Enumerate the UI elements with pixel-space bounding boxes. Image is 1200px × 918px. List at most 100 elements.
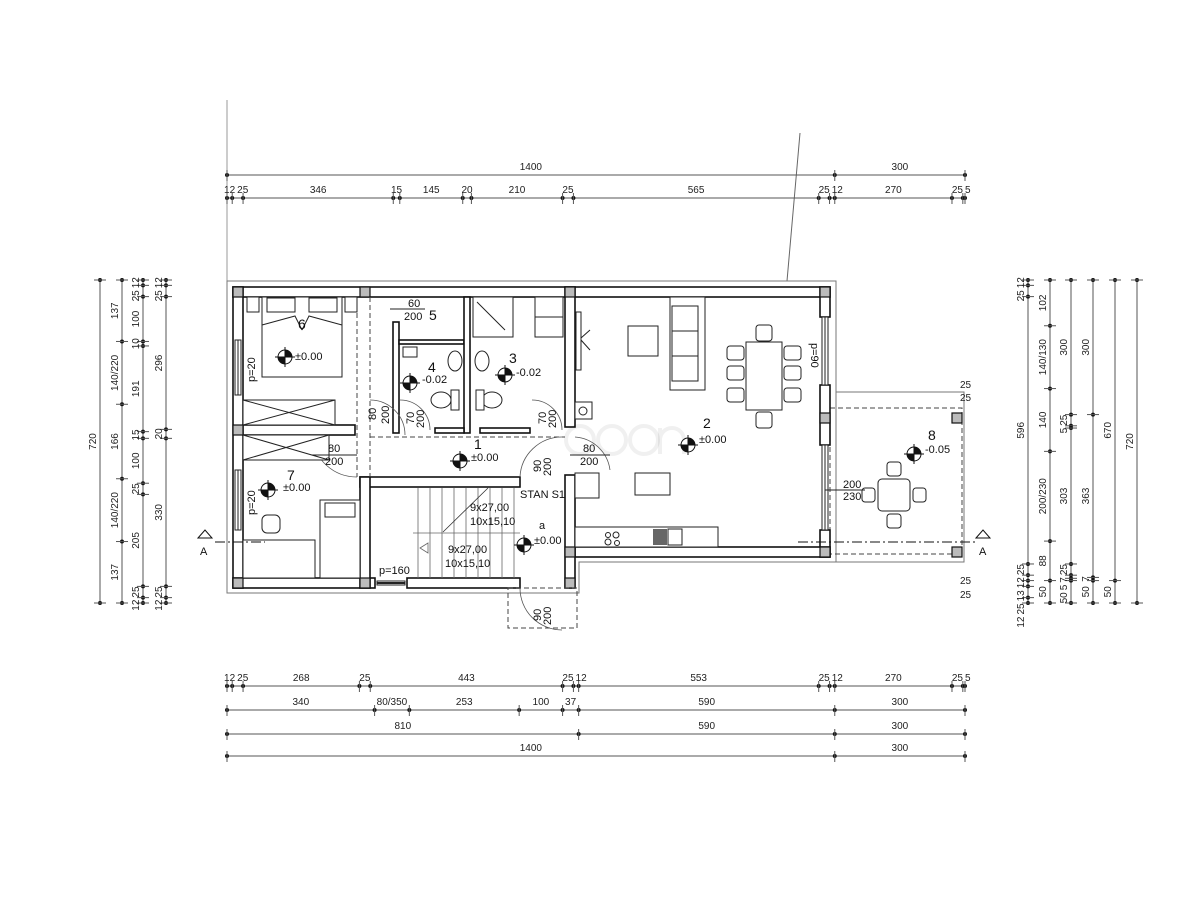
door-hall-width: 90 (532, 460, 544, 472)
door-entrance-width: 90 (532, 609, 544, 621)
dimension-label: 12 (154, 277, 165, 289)
room-3-level: -0.02 (516, 367, 541, 379)
dimension-label: 363 (1081, 487, 1092, 504)
dimension-label: 300 (892, 162, 909, 173)
level-marker-icon (275, 347, 295, 367)
windows (234, 316, 829, 586)
dimension-label: 330 (154, 504, 165, 521)
room-4-level: -0.02 (422, 374, 447, 386)
shower (472, 296, 514, 338)
room-a-level: ±0.00 (534, 535, 561, 547)
door-room7-width: 80 (328, 443, 340, 455)
dimension-label: 137 (110, 563, 121, 580)
room-7-number: 7 (287, 467, 295, 483)
kitchen-counter (574, 526, 719, 548)
dimension-label: 140/130 (1038, 339, 1049, 376)
dimension-label: 102 (1038, 294, 1049, 311)
room-3-number: 3 (509, 350, 517, 366)
dimension-label: 12 (832, 673, 844, 684)
dimension-label: 810 (394, 721, 411, 732)
dimension-label: 25 (1016, 603, 1027, 615)
dimension-label: 12 (131, 277, 142, 289)
watermark-logo (564, 424, 686, 456)
dimension-label: 12 (832, 185, 844, 196)
dimension-label: 565 (688, 185, 705, 196)
dimension-label: 12 (576, 673, 588, 684)
dimension-label: 140/220 (110, 354, 121, 391)
dimension-label: 300 (892, 697, 909, 708)
dimension-label: 25 (237, 673, 249, 684)
dimension-label: 5 (1059, 584, 1070, 590)
dimension-label: 590 (698, 721, 715, 732)
terrace-offset-top-1: 25 (960, 380, 972, 391)
dimension-label: 25 (154, 290, 165, 302)
overhead-lines (356, 297, 578, 629)
dimension-label: 100 (533, 697, 550, 708)
dimension-label: 25 (952, 185, 964, 196)
dimension-label: 296 (154, 354, 165, 371)
terrace-table (877, 478, 911, 512)
dimension-label: 25 (562, 673, 574, 684)
dimension-label: 140/220 (110, 492, 121, 529)
dimension-label: 20 (462, 185, 474, 196)
entrance-porch (507, 587, 578, 629)
door-bath4-height: 200 (415, 410, 427, 428)
dimension-label: 100 (131, 452, 142, 469)
dimension-label: 145 (423, 185, 440, 196)
dimension-label: 12 (131, 599, 142, 611)
staircase (413, 487, 520, 578)
dimension-label: 50 (1038, 586, 1049, 598)
dimension-label: 720 (88, 433, 99, 450)
dimension-label: 80/350 (377, 697, 408, 708)
dimension-label: 25 (562, 185, 574, 196)
dining-table (745, 341, 783, 411)
dimension-label: 25 (131, 290, 142, 302)
dimension-label: 37 (565, 697, 577, 708)
dimension-label: 25 (131, 586, 142, 598)
room-5-height: 200 (404, 311, 422, 323)
dimension-label: 140 (1038, 411, 1049, 428)
dimension-label: 590 (698, 697, 715, 708)
dimension-label: 1400 (520, 743, 543, 754)
dimension-label: 210 (509, 185, 526, 196)
toilet (430, 391, 452, 409)
dimension-label: 5 (965, 673, 971, 684)
unit-label: STAN S1 (520, 489, 565, 501)
dimension-label: 88 (1038, 555, 1049, 567)
dimension-label: 25 (819, 185, 831, 196)
door-room7-height: 200 (325, 456, 343, 468)
stair-upper-risers: 10x15,10 (470, 516, 515, 528)
dimension-label: 137 (110, 302, 121, 319)
toilet (481, 391, 503, 409)
chair (261, 514, 281, 534)
dimension-label: 205 (131, 532, 142, 549)
terrace-roof-line (829, 407, 963, 555)
coffee-table (627, 325, 659, 357)
dimension-label: 253 (456, 697, 473, 708)
dimension-label: 1400 (520, 162, 543, 173)
door-bath3-height: 200 (547, 410, 559, 428)
level-marker-icon (514, 535, 534, 555)
dimension-label: 12 (154, 599, 165, 611)
dimension-label: 340 (292, 697, 309, 708)
dimension-label: 25 (1016, 564, 1027, 576)
reference-line (786, 132, 801, 282)
door-entrance-height: 200 (542, 607, 554, 625)
room-labels: 6 ±0.00 4 -0.02 3 -0.02 60 200 5 1 ±0.00… (283, 298, 950, 547)
desk (242, 539, 316, 579)
dimension-label: 270 (885, 185, 902, 196)
dimension-label: 25 (237, 185, 249, 196)
door-room6-height: 200 (380, 406, 392, 424)
room-a-number: a (539, 520, 546, 532)
room-7-level: ±0.00 (283, 482, 310, 494)
dimension-label: 268 (293, 673, 310, 684)
dimension-label: 25 (359, 673, 371, 684)
dimension-label: 7 (1081, 576, 1092, 582)
sink (447, 350, 463, 372)
dimension-label: 50 (1059, 592, 1070, 604)
dimension-label: 25 (819, 673, 831, 684)
stair-lower-treads: 9x27,00 (448, 544, 487, 556)
stair-lower-risers: 10x15,10 (445, 558, 490, 570)
room-5-width: 60 (408, 298, 420, 310)
